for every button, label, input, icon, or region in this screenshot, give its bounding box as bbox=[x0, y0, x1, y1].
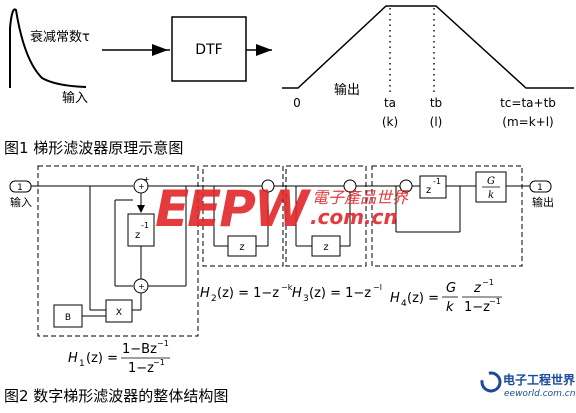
h1-den-exp: −1 bbox=[153, 358, 165, 367]
delay-z-c-exp: -1 bbox=[433, 177, 441, 186]
sum-sign-1: + bbox=[138, 182, 145, 191]
fig1-diagram: 衰减常数τ 输入 DTF 输出 0 ta (k) tb (l) tc=ta+tb… bbox=[9, 5, 574, 129]
delay-block-zinv bbox=[419, 175, 447, 199]
eeworld-logo: 电子工程世界 eeworld.com.cn bbox=[480, 371, 576, 399]
h2-formula: H 2 (z) = 1−z −k bbox=[200, 283, 293, 304]
fig1-caption: 图1 梯形滤波器原理示意图 bbox=[4, 139, 183, 157]
h2-rhs: (z) = 1−z bbox=[217, 286, 279, 301]
block-X bbox=[105, 299, 133, 323]
delay1-z: z bbox=[135, 230, 140, 241]
gain-G: G bbox=[487, 176, 495, 187]
h3-H: H bbox=[292, 286, 302, 301]
arrow-in-head bbox=[152, 44, 168, 56]
h1-formula: H 1 (z) = 1−Bz −1 1−z −1 bbox=[68, 339, 170, 376]
block-B-label: B bbox=[65, 313, 71, 323]
logo-url: eeworld.com.cn bbox=[504, 389, 576, 399]
h2-box bbox=[202, 165, 284, 267]
h4-box bbox=[371, 165, 523, 267]
watermark-url: .com.cn bbox=[310, 205, 398, 229]
watermark-eepw: EEPW bbox=[155, 180, 312, 238]
sum-sign-2: + bbox=[143, 175, 150, 184]
decay-pulse bbox=[9, 8, 87, 88]
h1-box bbox=[37, 165, 199, 337]
gain-block bbox=[475, 171, 507, 203]
h2-H: H bbox=[200, 286, 210, 301]
h3-exp: −l bbox=[373, 283, 382, 292]
h4-den2-exp: −1 bbox=[489, 297, 501, 306]
h3-formula: H 3 (z) = 1−z −l bbox=[292, 283, 382, 304]
h1-num-exp: −1 bbox=[157, 339, 169, 348]
sum-sign-4: - bbox=[143, 285, 146, 294]
m-label: (m=k+l) bbox=[502, 115, 553, 129]
fig2-caption: 图2 数字梯形滤波器的整体结构图 bbox=[4, 387, 228, 405]
output-port-label: 输出 bbox=[532, 195, 554, 209]
h3-rhs: (z) = 1−z bbox=[309, 286, 371, 301]
gain-k: k bbox=[488, 190, 494, 201]
input-caption: 输入 bbox=[62, 90, 88, 106]
h4-sub: 4 bbox=[401, 299, 407, 309]
input-port-number: 1 bbox=[17, 183, 23, 193]
h3-sub: 3 bbox=[303, 294, 309, 304]
h4-den1: k bbox=[446, 300, 454, 315]
trapezoid-output bbox=[282, 5, 574, 89]
h1-num: 1−Bz bbox=[122, 342, 157, 357]
fig2-labels: 1 输入 1 输出 + + + - z -1 B X z z z -1 G k bbox=[10, 175, 554, 323]
h2-sub: 2 bbox=[211, 294, 217, 304]
h1-den: 1−z bbox=[128, 361, 154, 376]
zero-label: 0 bbox=[293, 96, 301, 110]
ta-label: ta bbox=[384, 96, 396, 110]
logo-swirl-icon bbox=[480, 371, 502, 393]
tb-label: tb bbox=[430, 96, 442, 110]
sum-sign-3: + bbox=[138, 282, 145, 291]
delay-z-c-label: z bbox=[426, 185, 431, 196]
watermark-cn: 電子產品世界 bbox=[312, 188, 409, 207]
h1-sub: 1 bbox=[79, 359, 85, 369]
h1-H: H bbox=[68, 351, 78, 366]
logo-cn: 电子工程世界 bbox=[503, 372, 575, 387]
tc-label: tc=ta+tb bbox=[500, 96, 556, 110]
h3-box bbox=[285, 165, 367, 267]
input-port-label: 输入 bbox=[10, 195, 32, 209]
k-label: (k) bbox=[382, 115, 398, 129]
delay1-exp: -1 bbox=[141, 221, 149, 230]
fig2-diagram bbox=[9, 165, 552, 337]
arrow-out-head bbox=[256, 44, 272, 56]
delay-block-1 bbox=[127, 213, 155, 247]
eepw-watermark: EEPW 電子產品世界 .com.cn bbox=[155, 180, 409, 238]
h4-H: H bbox=[390, 291, 400, 306]
dtf-block bbox=[171, 16, 247, 82]
h4-num2: z bbox=[473, 281, 482, 296]
block-X-label: X bbox=[116, 308, 122, 318]
delay-z-b-label: z bbox=[323, 242, 328, 253]
output-caption: 输出 bbox=[334, 82, 360, 98]
h4-num1: G bbox=[446, 281, 456, 296]
h4-arg: (z) = bbox=[407, 291, 439, 306]
output-port-number: 1 bbox=[537, 183, 543, 193]
h4-den2: 1−z bbox=[464, 300, 490, 315]
h4-formula: H 4 (z) = G k z −1 1−z −1 bbox=[390, 278, 502, 315]
output-port bbox=[529, 180, 552, 193]
h2-exp: −k bbox=[281, 283, 293, 292]
h1-arg: (z) = bbox=[86, 351, 118, 366]
delay-z-a-label: z bbox=[239, 242, 244, 253]
l-label: (l) bbox=[430, 115, 443, 129]
decay-constant-label: 衰减常数τ bbox=[30, 29, 90, 45]
dtf-label: DTF bbox=[195, 42, 222, 58]
h4-num2-exp: −1 bbox=[482, 278, 494, 287]
